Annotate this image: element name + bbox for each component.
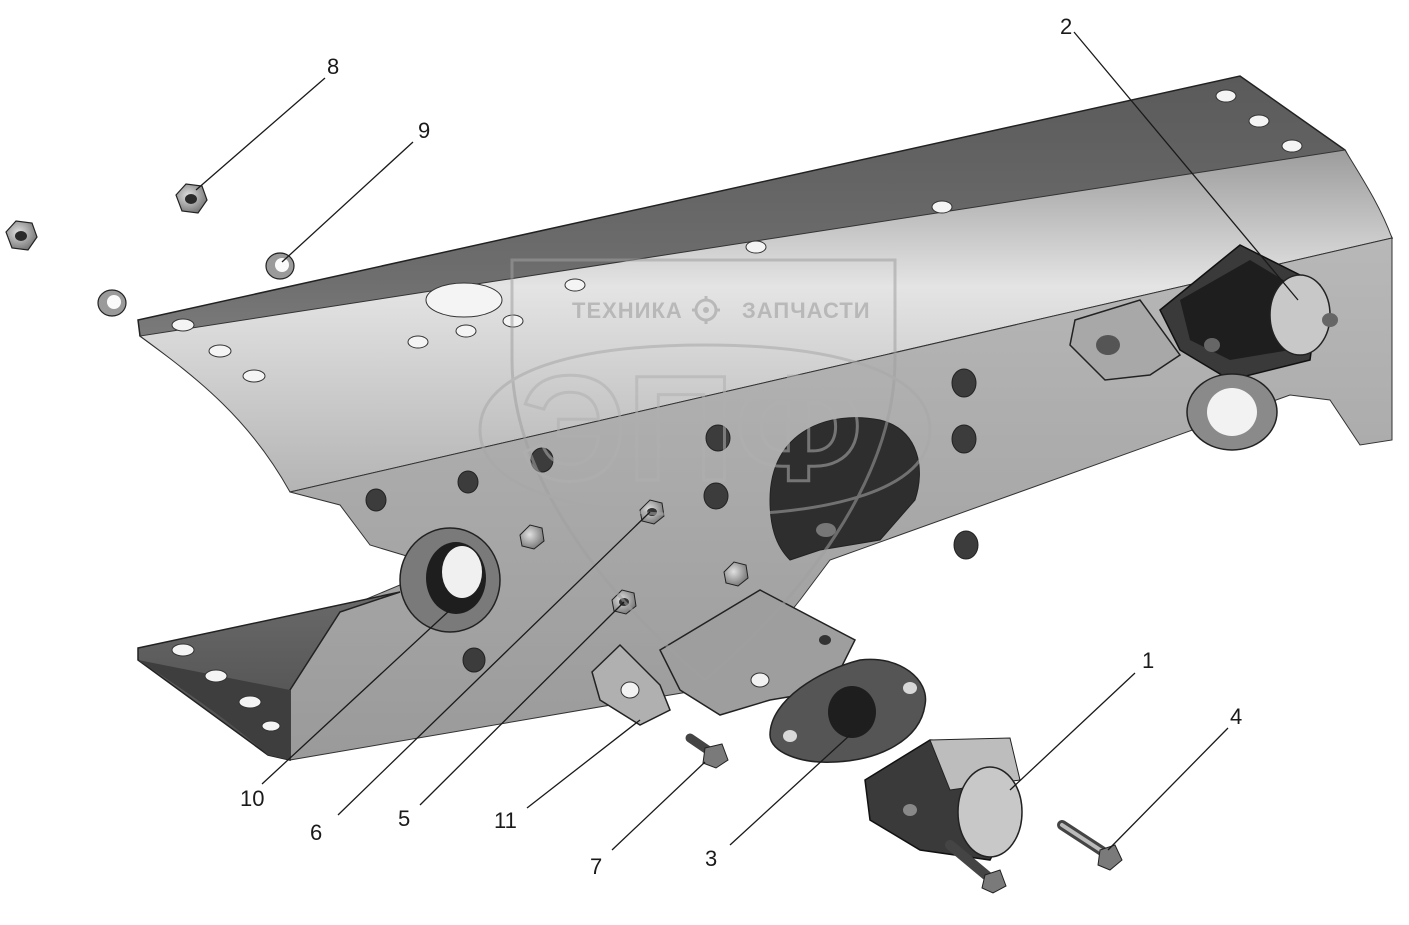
hole-inner [816,523,836,537]
callout-1: 1 [1142,648,1154,673]
watermark: ТЕХНИКА ЗАПЧАСТИ ЭПФ [478,258,932,682]
top-flange-holes [171,89,1303,383]
leader-4 [1107,727,1229,851]
leader-1 [1009,672,1136,791]
part-2-coupling-assembly [1069,244,1338,451]
watermark-oval [478,343,932,517]
leader-7 [611,761,706,851]
leader-lines [195,31,1299,851]
part-1-coupling-socket [864,737,1023,861]
flange-curve [138,149,1393,493]
socket-bolt [945,840,1007,894]
bottom-flange-holes [171,643,281,732]
large-center-hole [769,417,920,561]
watermark-right-text: ЗАПЧАСТИ [742,298,871,323]
callout-9: 9 [418,118,430,143]
part-4-long-bolt [1057,820,1123,871]
loose-nut-left [5,220,38,251]
callout-11: 11 [494,808,517,833]
web-nut-2 [723,561,749,587]
watermark-shield [510,258,897,682]
part-10-ring-washer [399,527,501,633]
callout-7: 7 [590,854,602,879]
callout-10: 10 [240,786,264,811]
callout-labels: 2 8 9 1 4 10 6 5 11 7 3 [240,14,1242,879]
part-9-washer [265,252,295,280]
bottom-flange-curve [138,660,290,760]
callout-2: 2 [1060,14,1072,39]
web-nut [519,524,545,550]
leader-9 [281,141,414,263]
leader-3 [729,734,851,846]
callout-6: 6 [310,820,322,845]
part-7-short-bolt [685,733,729,769]
leader-5 [419,601,625,806]
callout-4: 4 [1230,704,1242,729]
part-3-flange-gasket [769,658,927,763]
watermark-left-text: ТЕХНИКА [572,298,683,323]
leader-11 [526,719,641,809]
web-holes [365,368,979,673]
callout-8: 8 [327,54,339,79]
leader-6 [337,511,651,816]
leader-2 [1073,31,1299,301]
callout-3: 3 [705,846,717,871]
leader-10 [261,609,451,785]
callout-5: 5 [398,806,410,831]
loose-washer-left [97,289,127,317]
part-8-nut [175,183,208,214]
watermark-monogram: ЭПФ [520,344,863,512]
gear-icon [692,296,720,324]
leader-8 [195,77,326,191]
